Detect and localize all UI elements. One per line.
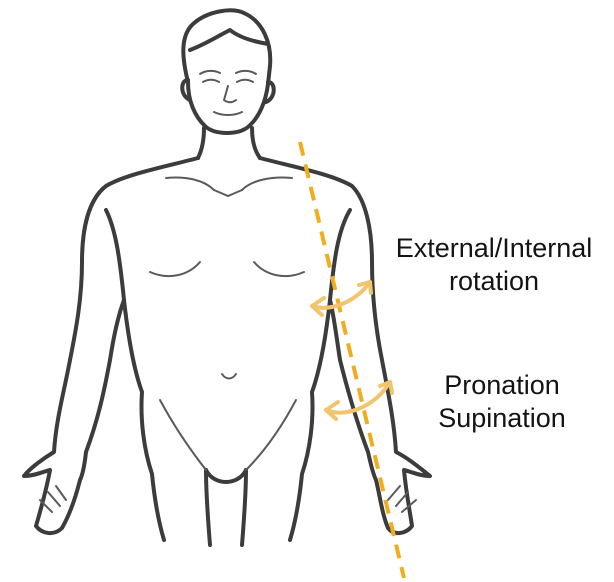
right-leg-inner [242,470,246,545]
nose [224,86,236,102]
right-fingers [388,486,416,512]
right-eye [237,80,253,82]
crotch-line [206,470,246,482]
left-hip-line [160,400,206,470]
left-pec [150,262,200,276]
pronation-label-line2: Supination [402,402,602,435]
navel [222,374,236,379]
rotation-label-line1: External/Internal [376,232,612,265]
collarbone-right [242,178,292,191]
left-outline [24,158,198,540]
arm-axis-line [300,142,404,578]
face-outline [188,82,268,133]
right-pec [254,262,304,276]
rotation-label-line2: rotation [376,265,612,298]
rotation-label: External/Internal rotation [376,232,612,298]
neck-right [252,128,260,158]
pronation-label-line1: Pronation [402,369,602,402]
right-hip-line [246,400,296,470]
left-inner-arm [106,210,124,300]
left-eyebrow [200,71,220,74]
right-eyebrow [236,71,256,74]
pronation-arrow-icon [326,382,392,419]
mouth [214,112,242,115]
pronation-label: Pronation Supination [402,369,602,435]
neck-left [198,128,204,158]
collarbone-left [166,178,214,191]
left-leg-inner [206,470,210,545]
sternum-notch [214,190,242,196]
hairline [190,30,268,50]
left-eye [203,80,219,82]
